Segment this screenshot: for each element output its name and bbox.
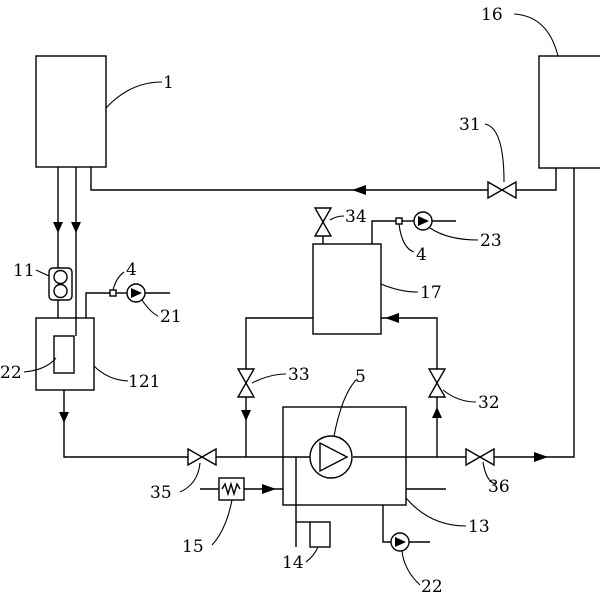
leader-4a bbox=[398, 223, 415, 253]
label-4a: 4 bbox=[416, 245, 427, 265]
pipe-return-top bbox=[90, 167, 557, 191]
valve-36-icon bbox=[465, 447, 495, 467]
label-16: 16 bbox=[481, 5, 503, 25]
pump-5-icon bbox=[309, 435, 353, 479]
valve-32-icon bbox=[427, 368, 447, 398]
arrow-main-right bbox=[534, 452, 548, 462]
leader-31 bbox=[484, 123, 505, 183]
valve-33-icon bbox=[236, 368, 256, 398]
unit-11-lower-circle bbox=[53, 283, 68, 299]
unit-14-box bbox=[309, 521, 331, 548]
leader-34 bbox=[329, 215, 345, 221]
label-17: 17 bbox=[420, 283, 442, 303]
pipe-main-left bbox=[63, 390, 310, 458]
filter-4-left bbox=[109, 289, 117, 297]
unit-16-box bbox=[538, 55, 600, 169]
label-1: 1 bbox=[163, 73, 174, 93]
label-15: 15 bbox=[182, 537, 204, 557]
arrow-heater-to-13 bbox=[262, 484, 276, 494]
label-31: 31 bbox=[459, 115, 481, 135]
label-14: 14 bbox=[282, 553, 304, 573]
heater-15-icon bbox=[218, 477, 245, 501]
filter-4-right bbox=[395, 217, 403, 225]
leader-22b bbox=[401, 550, 421, 586]
label-33: 33 bbox=[288, 365, 310, 385]
leader-23 bbox=[429, 227, 479, 241]
arrow-into-17 bbox=[385, 313, 399, 323]
label-23: 23 bbox=[480, 231, 502, 251]
leader-36 bbox=[482, 461, 497, 485]
label-36: 36 bbox=[488, 477, 510, 497]
pump-22-icon bbox=[390, 532, 410, 552]
leader-1 bbox=[105, 81, 163, 109]
label-21: 21 bbox=[160, 307, 182, 327]
arrow-return-left bbox=[352, 185, 366, 195]
valve-35-icon bbox=[187, 447, 217, 467]
leader-22a bbox=[23, 357, 57, 373]
leader-13 bbox=[405, 497, 467, 527]
leader-4b bbox=[112, 271, 125, 291]
pump-23-icon bbox=[413, 211, 433, 231]
unit-11-upper-circle bbox=[53, 269, 68, 285]
leader-121 bbox=[93, 365, 129, 382]
valve-34-icon bbox=[313, 207, 333, 237]
leader-35 bbox=[179, 462, 201, 493]
leader-14 bbox=[305, 546, 319, 563]
valve-31-icon bbox=[487, 180, 517, 200]
leader-17 bbox=[380, 283, 419, 293]
leader-11 bbox=[35, 269, 50, 277]
label-34: 34 bbox=[345, 207, 367, 227]
arrow-down-right bbox=[71, 222, 81, 233]
label-11: 11 bbox=[13, 261, 35, 281]
pipe-121-pump-21 bbox=[85, 292, 110, 318]
arrow-up-branch bbox=[432, 407, 442, 418]
leader-16 bbox=[513, 13, 559, 57]
pipe-right-vertical bbox=[410, 168, 575, 458]
leader-32 bbox=[442, 389, 477, 403]
tank-17-box bbox=[312, 243, 382, 335]
pipe-17-pump-23 bbox=[371, 220, 396, 244]
label-22b: 22 bbox=[421, 577, 443, 597]
arrow-down-121-out bbox=[59, 412, 69, 423]
leader-21 bbox=[141, 299, 159, 317]
arrow-down-left bbox=[53, 222, 63, 233]
unit-1-box bbox=[35, 55, 107, 168]
pump-21-icon bbox=[126, 283, 146, 303]
label-13: 13 bbox=[468, 517, 490, 537]
label-35: 35 bbox=[150, 483, 172, 503]
leader-33 bbox=[251, 373, 287, 384]
sensor-22-box bbox=[53, 335, 75, 374]
label-22a: 22 bbox=[0, 363, 22, 383]
label-32: 32 bbox=[478, 393, 500, 413]
label-4b: 4 bbox=[126, 260, 137, 280]
leader-5 bbox=[333, 379, 357, 437]
label-121: 121 bbox=[128, 372, 160, 392]
arrow-down-branch bbox=[241, 410, 251, 421]
label-5: 5 bbox=[355, 367, 366, 387]
pipe-13-pump-22 bbox=[382, 505, 391, 543]
leader-15 bbox=[211, 499, 233, 546]
